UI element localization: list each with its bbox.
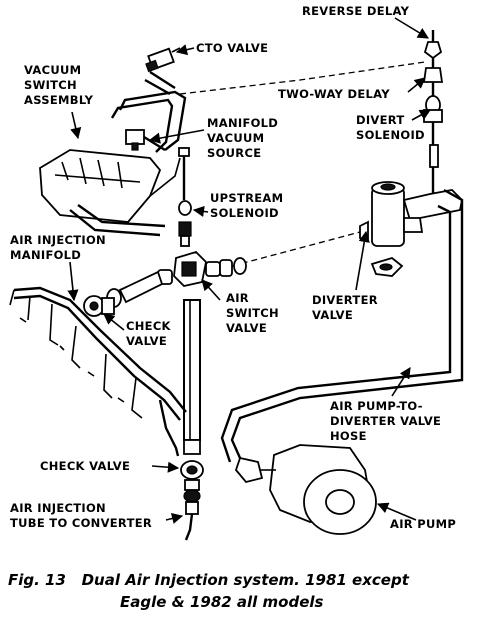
label-check-valve-lower: CHECK VALVE [40,459,130,473]
caption-line1: Fig. 13 Dual Air Injection system. 1981 … [8,571,410,589]
label-air-injection-tube-line2: TUBE TO CONVERTER [10,516,152,530]
label-divert-solenoid-line2: SOLENOID [356,128,425,142]
label-vacuum-switch-assembly-line3: ASSEMBLY [24,93,94,107]
delay-valve-stack [422,30,444,210]
label-manifold-vacuum-source-line2: VACUUM [207,131,264,145]
label-reverse-delay: REVERSE DELAY [302,4,410,18]
caption-line2: Eagle & 1982 all models [120,593,324,611]
air-injection-manifold [9,286,187,457]
cto-valve [145,47,181,73]
label-air-switch-valve-line2: SWITCH [226,306,279,320]
air-pump-to-diverter-hose [220,188,464,463]
labels: REVERSE DELAY CTO VALVE VACUUM SWITCH AS… [10,4,456,531]
label-upstream-solenoid-line2: SOLENOID [210,206,279,220]
label-air-switch-valve-line3: VALVE [226,321,267,335]
label-cto-valve: CTO VALVE [196,41,268,55]
label-air-pump: AIR PUMP [390,517,456,531]
label-check-valve-upper-line1: CHECK [126,319,172,333]
check-valve-lower [180,439,204,541]
label-diverter-valve-line1: DIVERTER [312,293,378,307]
label-diverter-valve-line2: VALVE [312,308,353,322]
vacuum-switch-tubes [110,70,187,153]
figure-caption: Fig. 13 Dual Air Injection system. 1981 … [8,571,410,611]
air-line-to-diverter [231,231,361,267]
air-pump [234,444,377,535]
label-air-injection-manifold-line1: AIR INJECTION [10,233,106,247]
label-air-injection-manifold-line2: MANIFOLD [10,248,81,262]
label-manifold-vacuum-source-line1: MANIFOLD [207,116,278,130]
vacuum-line-to-delay [179,61,426,95]
label-air-injection-tube-line1: AIR INJECTION [10,501,106,515]
label-upstream-solenoid-line1: UPSTREAM [210,191,283,205]
leader-arrows [67,17,431,524]
check-valve-upper [83,295,115,317]
air-injection-tube [183,299,201,441]
vacuum-switch-assembly [39,149,181,237]
label-check-valve-upper-line2: VALVE [126,334,167,348]
label-vacuum-switch-assembly-line1: VACUUM [24,63,81,77]
manifold-vacuum-source-fitting [125,129,166,152]
label-air-pump-hose-line1: AIR PUMP-TO- [330,399,423,413]
label-divert-solenoid-line1: DIVERT [356,113,405,127]
label-two-way-delay: TWO-WAY DELAY [278,87,390,101]
label-manifold-vacuum-source-line3: SOURCE [207,146,261,160]
upstream-solenoid [178,147,192,247]
label-air-switch-valve-line1: AIR [226,291,249,305]
label-air-pump-hose-line2: DIVERTER VALVE [330,414,441,428]
diverter-valve [359,181,463,277]
label-air-pump-hose-line3: HOSE [330,429,367,443]
label-vacuum-switch-assembly-line2: SWITCH [24,78,77,92]
